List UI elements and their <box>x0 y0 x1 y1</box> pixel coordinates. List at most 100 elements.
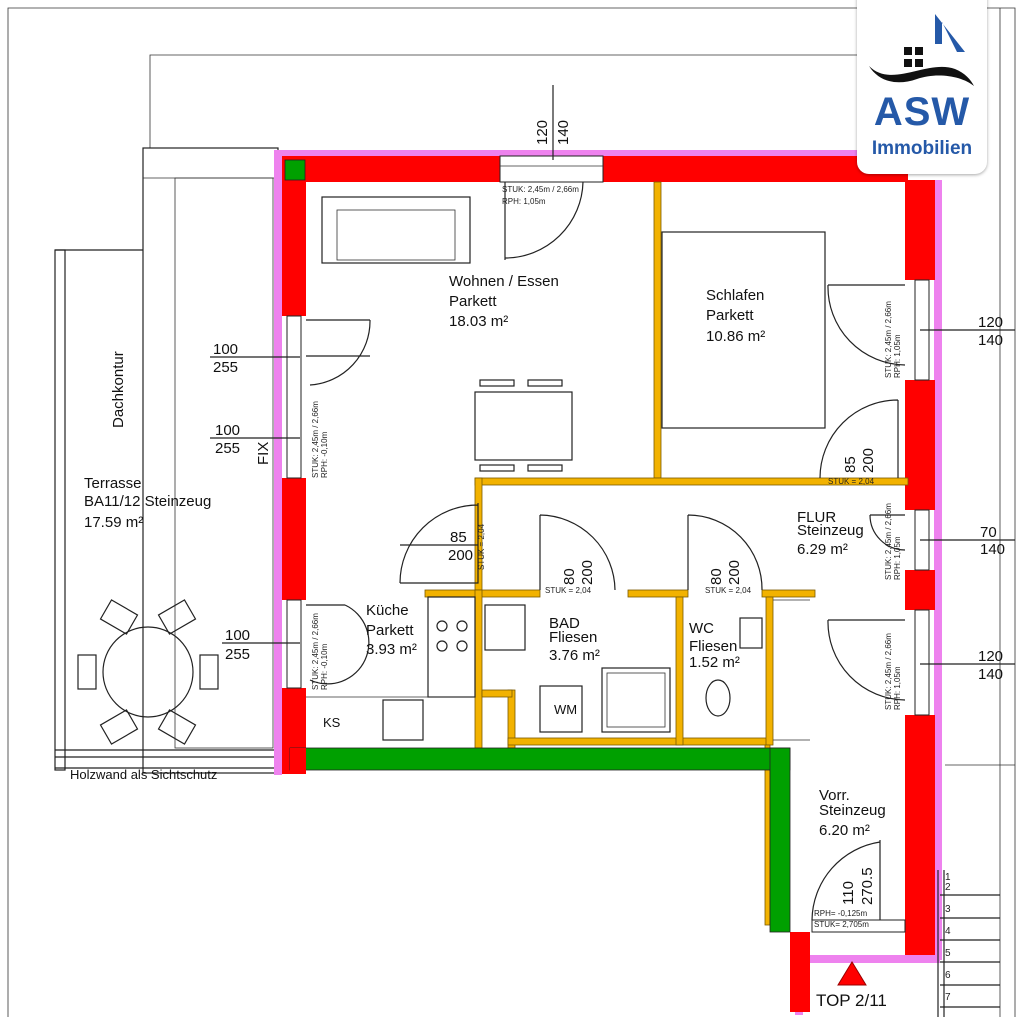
furniture <box>306 196 826 741</box>
wohnen-name: Wohnen / Essen <box>449 273 559 290</box>
note: STUK = 2,04 <box>705 586 752 595</box>
stair-step: 5 <box>945 948 951 959</box>
note: STUK= 2,705m <box>814 920 869 929</box>
bad-name: BAD <box>549 615 580 632</box>
exterior-walls <box>282 156 935 1012</box>
kueche-area: 3.93 m² <box>366 641 417 658</box>
schlafen-area: 10.86 m² <box>706 328 765 345</box>
dimension-labels: 120 140 100 255 100 255 100 255 120 140 … <box>210 85 1015 905</box>
height-notes: STUK: 2,45m / 2,66m RPH: 1,05m STUK: 2,4… <box>311 185 902 929</box>
note: STUK: 2,45m / 2,66m <box>311 613 320 690</box>
note: RPH: -0,10m <box>320 431 329 478</box>
bad-floor: Fliesen <box>549 629 597 646</box>
note: STUK: 2,45m / 2,66m <box>884 503 893 580</box>
wc-floor: Fliesen <box>689 638 737 655</box>
sofa <box>321 196 471 264</box>
note: RPH: -0,10m <box>320 643 329 690</box>
dim: 120 <box>978 648 1003 665</box>
flur-floor: Steinzeug <box>797 522 864 539</box>
dim: 110 <box>840 881 857 905</box>
note: RPH= -0,125m <box>814 909 867 918</box>
shower <box>601 667 671 733</box>
dim: 200 <box>448 547 473 564</box>
staircase: 1 2 3 4 5 6 7 TOP 2/11 <box>816 870 1000 1017</box>
note: RPH: 1,05m <box>502 197 546 206</box>
vorr-area: 6.20 m² <box>819 822 870 839</box>
dim: 100 <box>225 627 250 644</box>
dining-table <box>474 391 573 461</box>
note: STUK: 2,45m / 2,66m <box>311 401 320 478</box>
wc-name: WC <box>689 620 714 637</box>
house-logo-icon <box>869 14 974 86</box>
vorr-floor: Steinzeug <box>819 802 886 819</box>
terrace-name: Terrasse <box>84 475 142 492</box>
stair-step: 2 <box>945 882 951 893</box>
dim: 100 <box>213 341 238 358</box>
dim: 140 <box>978 332 1003 349</box>
wohnen-area: 18.03 m² <box>449 313 508 330</box>
company-logo: ASW Immobilien <box>857 0 987 174</box>
kueche-name: Küche <box>366 602 409 619</box>
schlafen-name: Schlafen <box>706 287 764 304</box>
terrace-table-with-chairs <box>77 599 219 745</box>
dim: 70 <box>980 524 997 541</box>
dim: 80 <box>561 568 578 585</box>
dim: 255 <box>215 440 240 457</box>
stair-step: 4 <box>945 926 951 937</box>
note: STUK = 2,04 <box>545 586 592 595</box>
holzwand-label: Holzwand als Sichtschutz <box>70 767 217 782</box>
doors <box>306 181 906 921</box>
dim-top-window-w: 120 <box>534 120 551 145</box>
dim: 140 <box>980 541 1005 558</box>
dim: 200 <box>726 560 743 585</box>
fridge-label: KS <box>323 715 341 730</box>
dim: 255 <box>213 359 238 376</box>
toilet <box>705 679 731 717</box>
note: STUK: 2,45m / 2,66m <box>502 185 579 194</box>
kueche-floor: Parkett <box>366 622 414 639</box>
note: RPH: 1,05m <box>893 666 902 710</box>
dim: 200 <box>860 448 877 473</box>
washing-machine-label: WM <box>554 702 577 717</box>
dim: 85 <box>450 529 467 546</box>
stair-step: 3 <box>945 904 951 915</box>
note: STUK: 2,45m / 2,66m <box>884 301 893 378</box>
kitchen-sink <box>382 699 424 741</box>
washing-machine <box>539 685 583 733</box>
logo-brand: ASW <box>873 90 971 134</box>
stair-step: 7 <box>945 992 951 1003</box>
logo-subtitle: Immobilien <box>871 138 973 159</box>
dim: 100 <box>215 422 240 439</box>
dim: 200 <box>579 560 596 585</box>
fix-label: FIX <box>255 442 272 465</box>
terrace-floor: BA11/12 Steinzeug <box>84 493 211 510</box>
bed <box>661 231 826 429</box>
wc-area: 1.52 m² <box>689 654 740 671</box>
stair-step: 6 <box>945 970 951 981</box>
note: STUK: 2,45m / 2,66m <box>884 633 893 710</box>
dim: 85 <box>842 456 859 473</box>
terrace-area: 17.59 m² <box>84 514 143 531</box>
terrace: Dachkontur Terrasse BA11/12 Steinzeug 17… <box>54 147 280 782</box>
bad-area: 3.76 m² <box>549 647 600 664</box>
dim: 255 <box>225 646 250 663</box>
dachkontur-label: Dachkontur <box>110 351 127 428</box>
room-labels: Wohnen / Essen Parkett 18.03 m² Schlafen… <box>255 273 886 839</box>
entrance-arrow-icon <box>837 961 867 986</box>
note: STUK = 2,04 <box>477 523 486 570</box>
unit-label: TOP 2/11 <box>816 991 887 1010</box>
note: STUK = 2,04 <box>828 477 875 486</box>
interior-walls <box>289 181 909 933</box>
vorr-name: Vorr. <box>819 787 850 804</box>
dim: 120 <box>978 314 1003 331</box>
cooktop <box>427 596 476 698</box>
wohnen-floor: Parkett <box>449 293 497 310</box>
dim: 270.5 <box>859 867 876 905</box>
dim-top-window-h: 140 <box>555 120 572 145</box>
flur-area: 6.29 m² <box>797 541 848 558</box>
note: RPH: 1,05m <box>893 334 902 378</box>
stair-step: 1 <box>945 872 951 883</box>
site-outline <box>7 7 1016 1017</box>
dim: 140 <box>978 666 1003 683</box>
